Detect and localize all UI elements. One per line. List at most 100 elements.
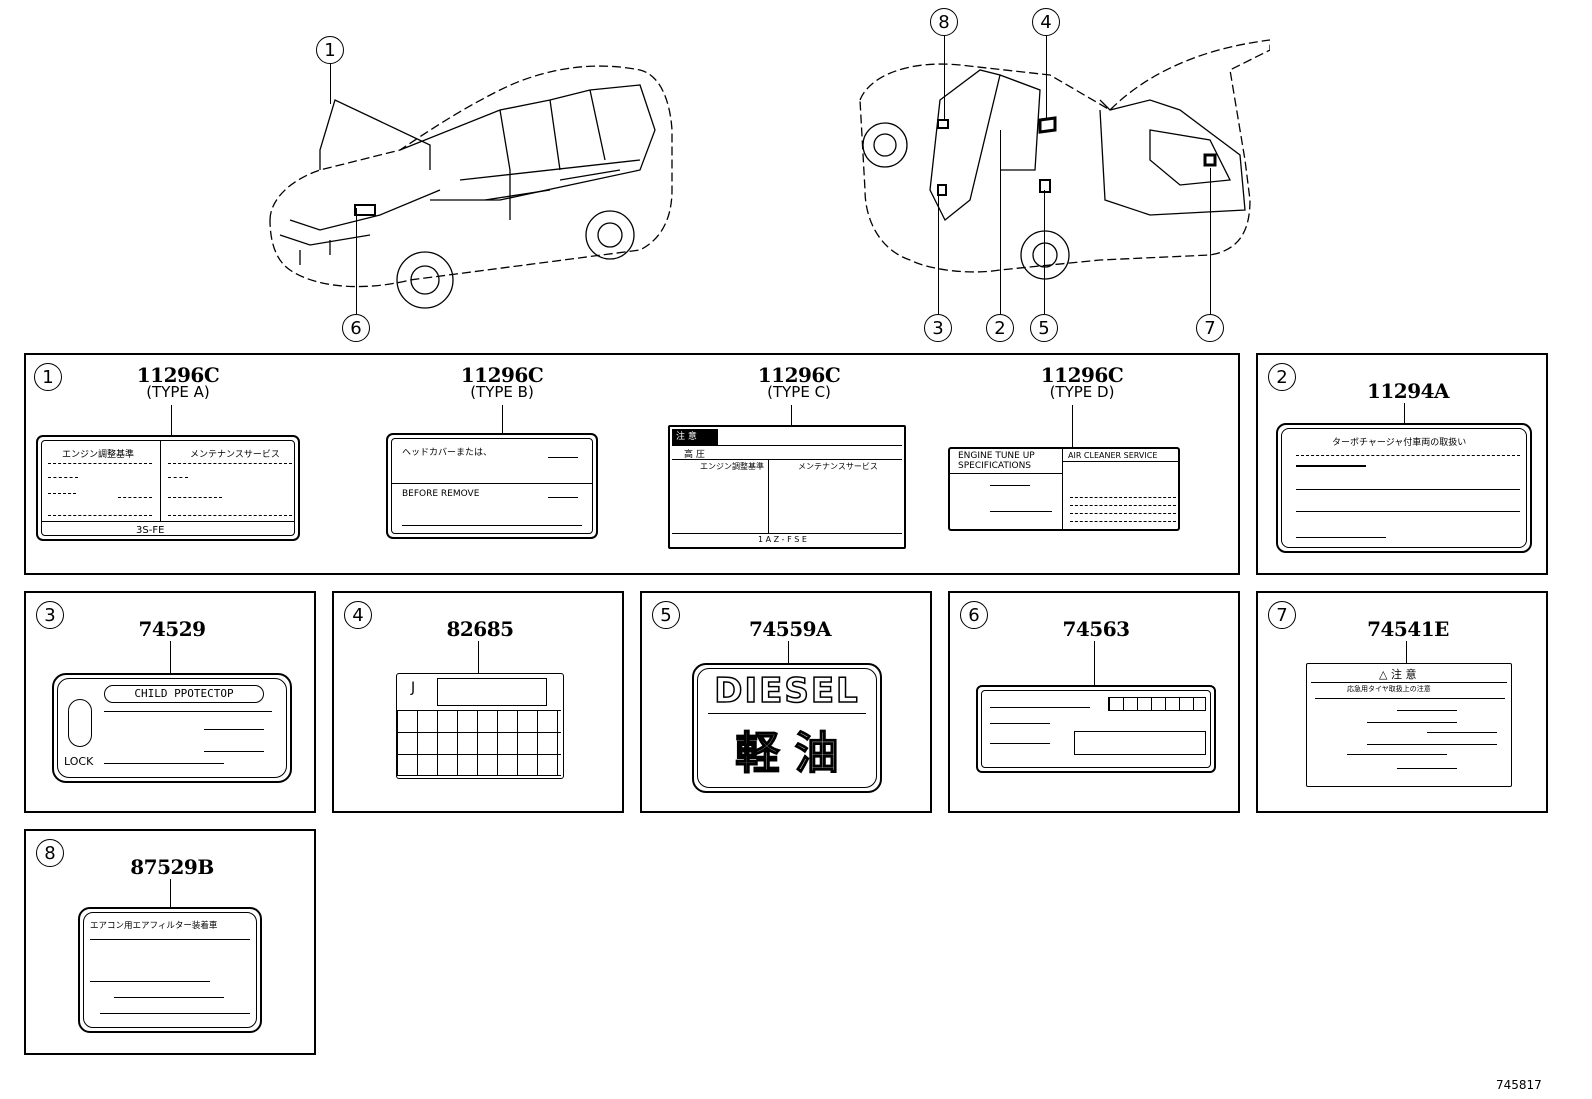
label-type-c: 注 意 高 圧 エンジン調整基準 メンテナンスサービス 1 A Z - F S … (668, 425, 906, 549)
callout-7: 7 (1196, 314, 1224, 342)
callout-number: 1 (324, 39, 336, 61)
label-line (48, 477, 78, 478)
label-line (100, 1013, 250, 1014)
label-line (114, 997, 224, 998)
label-id-plate (976, 685, 1216, 773)
panel-number: 5 (652, 601, 680, 629)
callout-number: 2 (994, 317, 1006, 339)
part-type: (TYPE B) (470, 383, 534, 401)
callout-8: 8 (930, 8, 958, 36)
label-text: エンジン調整基準 (700, 462, 764, 471)
label-engine-code: 3S-FE (136, 525, 165, 536)
part-number: 11294A (1366, 379, 1450, 403)
label-divider (672, 459, 902, 460)
label-line (90, 981, 210, 982)
label-type-a: エンジン調整基準 メンテナンスサービス 3S-FE (36, 435, 300, 541)
label-divider (392, 483, 592, 484)
leader-line (944, 36, 945, 120)
label-line (1296, 455, 1520, 456)
label-line (48, 515, 152, 516)
label-line (1070, 513, 1176, 514)
label-divider (42, 521, 294, 522)
leader-line (170, 879, 171, 907)
panel-number: 8 (36, 839, 64, 867)
label-line (204, 729, 264, 730)
leader-line (502, 405, 503, 433)
label-divider (1062, 449, 1063, 529)
code-grid (397, 710, 561, 776)
part-type: (TYPE A) (146, 383, 210, 401)
label-text: ターボチャージャ付車両の取扱い (1332, 438, 1467, 448)
label-divider (950, 473, 1062, 474)
label-text: 応急用タイヤ取扱上の注意 (1347, 685, 1431, 693)
label-text: AIR CLEANER SERVICE (1068, 451, 1158, 460)
callout-number: 5 (1038, 317, 1050, 339)
label-divider (768, 459, 769, 533)
panel-number: 6 (960, 601, 988, 629)
callout-3: 3 (924, 314, 952, 342)
label-line (118, 497, 152, 498)
panel-number-text: 4 (352, 604, 364, 626)
label-line (548, 497, 578, 498)
label-code-grid: J (396, 673, 564, 779)
label-divider (1062, 461, 1178, 462)
callout-5: 5 (1030, 314, 1058, 342)
panel-number-text: 8 (44, 842, 56, 864)
serial-boxes (1108, 697, 1206, 711)
leader-line (170, 641, 171, 673)
label-text: メンテナンスサービス (798, 462, 878, 471)
label-line (168, 477, 188, 478)
panel-number: 7 (1268, 601, 1296, 629)
label-divider (672, 445, 902, 446)
label-line (1070, 521, 1176, 522)
label-line (104, 763, 224, 764)
panel-number-text: 7 (1276, 604, 1288, 626)
label-line (990, 723, 1050, 724)
part-number: 82685 (446, 617, 514, 641)
leader-line (1072, 405, 1073, 447)
label-line (548, 457, 578, 458)
label-text: エアコン用エアフィルター装着車 (90, 921, 218, 931)
part-number: 11296C (460, 363, 544, 387)
label-type-d: ENGINE TUNE UP SPECIFICATIONS AIR CLEANE… (948, 447, 1180, 531)
part-number: 11296C (136, 363, 220, 387)
label-turbo: ターボチャージャ付車両の取扱い (1276, 423, 1532, 553)
label-spare-tire: △ 注 意 応急用タイヤ取扱上の注意 (1306, 663, 1512, 787)
label-line (990, 511, 1052, 512)
label-title: CHILD PPOTECTOP (104, 685, 264, 703)
label-inner (57, 678, 287, 778)
callout-4: 4 (1032, 8, 1060, 36)
label-line (1347, 754, 1447, 755)
label-line (1070, 497, 1176, 498)
leader-line (478, 641, 479, 673)
part-number: 74529 (138, 617, 206, 641)
label-air-filter: エアコン用エアフィルター装着車 (78, 907, 262, 1033)
label-text: 高 圧 (684, 450, 705, 460)
label-engine-code: 1 A Z - F S E (758, 535, 807, 544)
label-line (1296, 537, 1386, 538)
leader-line (938, 190, 939, 314)
label-divider (160, 441, 161, 521)
part-number: 74559A (748, 617, 832, 641)
label-text: J (411, 680, 416, 696)
part-number: 74563 (1062, 617, 1130, 641)
label-divider (1311, 682, 1507, 683)
diesel-text: DIESEL (714, 670, 860, 712)
label-text: LOCK (64, 755, 94, 768)
callout-6: 6 (342, 314, 370, 342)
callout-1: 1 (316, 36, 344, 64)
panel-3: 3 74529 CHILD PPOTECTOP LOCK (24, 591, 316, 813)
label-line (48, 493, 76, 494)
leader-line (791, 405, 792, 429)
label-line (1427, 732, 1497, 733)
panel-1: 1 11296C (TYPE A) エンジン調整基準 メンテナンスサービス 3S… (24, 353, 1240, 575)
part-type: (TYPE C) (767, 383, 831, 401)
callout-number: 3 (932, 317, 944, 339)
label-line (1397, 768, 1457, 769)
label-line (168, 463, 292, 464)
label-divider (672, 533, 902, 534)
car-rear-view-illustration (859, 39, 1270, 280)
label-text: メンテナンスサービス (190, 450, 280, 460)
diagram-reference-number: 745817 (1496, 1078, 1542, 1092)
leader-line (1406, 641, 1407, 663)
